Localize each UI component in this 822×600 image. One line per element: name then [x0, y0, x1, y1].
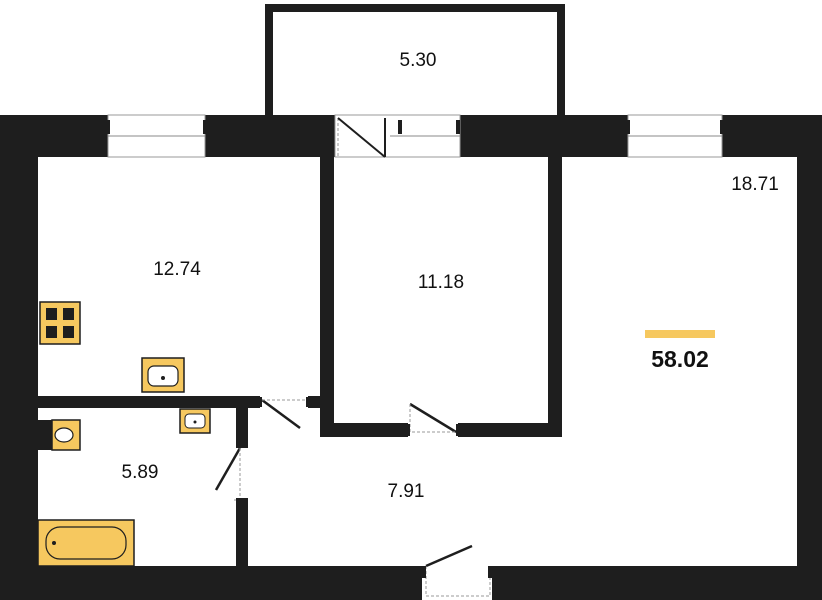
bedroom-area-label: 11.18	[418, 272, 464, 293]
total-area-accent-bar	[645, 330, 715, 338]
door-kitchen	[258, 397, 310, 430]
inner-walls	[38, 157, 562, 566]
bathtub-icon	[37, 519, 135, 567]
kitchen-sink-icon	[141, 357, 185, 393]
living-room-area-label: 18.71	[731, 174, 779, 195]
hallway-area-label: 7.91	[388, 481, 425, 502]
balcony-door	[337, 117, 386, 158]
bathroom-area-label: 5.89	[122, 462, 159, 483]
toilet-icon	[38, 419, 81, 451]
stove-icon	[39, 301, 81, 345]
bathroom-sink-icon	[179, 408, 211, 434]
door-entrance	[422, 544, 492, 597]
total-area-label: 58.02	[651, 346, 709, 372]
window-kitchen	[106, 114, 207, 158]
door-bathroom	[214, 444, 248, 502]
window-bedroom	[334, 114, 461, 158]
balcony	[265, 4, 565, 116]
outer-walls	[0, 115, 822, 600]
kitchen-area-label: 12.74	[153, 259, 201, 280]
window-living-room	[626, 114, 724, 158]
door-bedroom	[406, 402, 460, 436]
balcony-area-label: 5.30	[400, 50, 437, 71]
